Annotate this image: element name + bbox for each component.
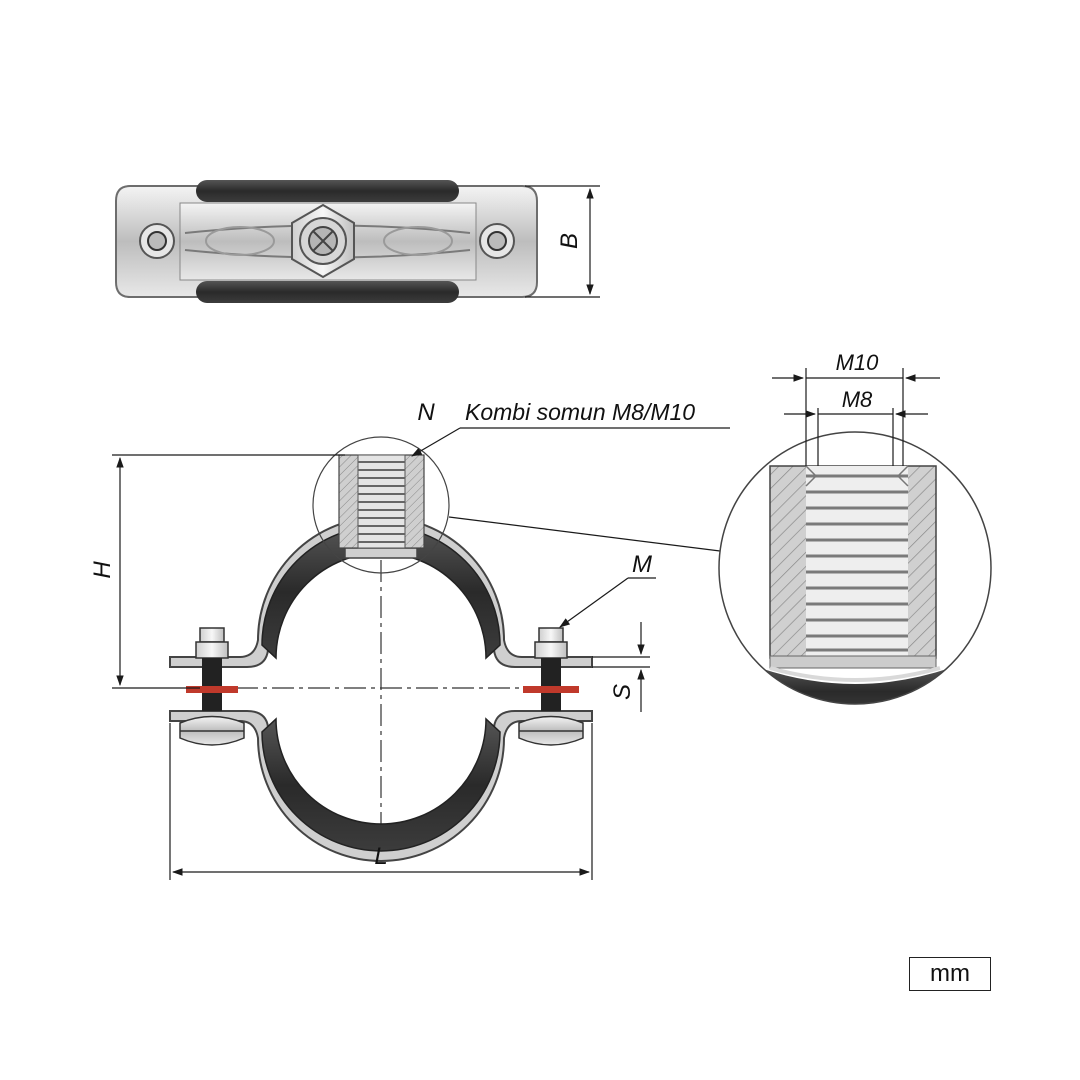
label-h: H [89, 561, 116, 579]
left-washer-red [186, 686, 238, 693]
right-washer-red [523, 686, 579, 693]
dimension-m8: M8 [784, 387, 928, 466]
nut-callout-text: Kombi somun M8/M10 [465, 399, 695, 425]
top-view-bolt-right [479, 223, 515, 259]
detail-view: M10 M8 [718, 350, 992, 705]
dimension-s: S [592, 622, 650, 712]
label-l: L [374, 843, 387, 870]
detail-circle-small [312, 436, 450, 574]
front-view: H L S M N Kombi somun M8/M10 [89, 399, 730, 880]
callout-m: M [559, 551, 656, 628]
label-n: N [417, 399, 435, 426]
top-view: B [115, 180, 600, 303]
top-view-rubber-lower [196, 281, 459, 303]
combi-nut-section [312, 436, 450, 574]
detail-thread [806, 474, 908, 652]
unit-label: mm [909, 957, 991, 991]
upper-clamp-half [169, 516, 593, 668]
label-s: S [609, 684, 636, 700]
label-b: B [556, 233, 583, 249]
label-m8: M8 [842, 387, 873, 412]
detail-connector [448, 516, 721, 552]
right-bolt [518, 627, 584, 746]
left-bolt [179, 627, 245, 746]
top-view-bolt-left [139, 223, 175, 259]
dimension-h: H [89, 454, 345, 689]
label-m10: M10 [836, 350, 880, 375]
top-view-combi-nut [291, 203, 355, 279]
label-m: M [632, 551, 652, 578]
detail-rubber [760, 668, 950, 704]
callout-n: N Kombi somun M8/M10 [411, 399, 730, 457]
dimension-b: B [525, 185, 600, 298]
detail-circle-large [718, 431, 992, 705]
dimension-l: L [169, 723, 593, 880]
top-view-rubber-upper [196, 180, 459, 202]
